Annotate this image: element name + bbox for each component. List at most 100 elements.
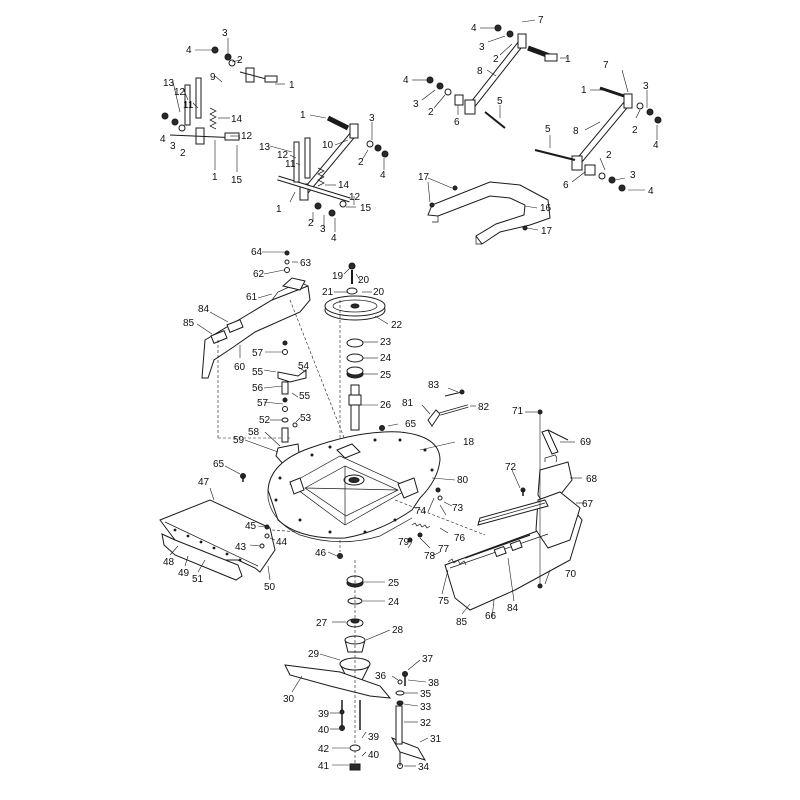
lift-arm-assembly-left-upper — [161, 38, 285, 172]
callout-20: 20 — [373, 287, 385, 298]
callout-3: 3 — [630, 170, 636, 181]
callout-66: 66 — [485, 611, 497, 622]
callout-1: 1 — [289, 80, 295, 91]
callout-3: 3 — [170, 141, 176, 152]
callout-4: 4 — [160, 134, 166, 145]
callout-55: 55 — [299, 391, 311, 402]
lift-arm-assembly-right-lower — [534, 69, 662, 192]
callout-18: 18 — [463, 437, 475, 448]
callout-8: 8 — [573, 126, 579, 137]
callout-54: 54 — [298, 361, 310, 372]
callout-23: 23 — [380, 337, 392, 348]
callout-85: 85 — [456, 617, 468, 628]
mower-deck-housing — [267, 431, 486, 543]
callout-7: 7 — [603, 60, 609, 71]
callout-64: 64 — [251, 247, 263, 258]
callout-1: 1 — [212, 172, 218, 183]
callout-3: 3 — [479, 42, 485, 53]
callout-11: 11 — [285, 159, 296, 170]
deflector-hardware — [390, 659, 429, 769]
callout-3: 3 — [222, 28, 228, 39]
callout-71: 71 — [512, 406, 524, 417]
callout-3: 3 — [369, 113, 375, 124]
callout-51: 51 — [192, 574, 204, 585]
callout-34: 34 — [418, 762, 430, 773]
callout-4: 4 — [380, 170, 386, 181]
callout-76: 76 — [454, 533, 466, 544]
callout-33: 33 — [420, 702, 432, 713]
callout-44: 44 — [276, 537, 288, 548]
callout-16: 16 — [540, 203, 552, 214]
callout-12: 12 — [277, 150, 289, 161]
callout-1: 1 — [565, 54, 571, 65]
callout-29: 29 — [308, 649, 320, 660]
callout-80: 80 — [457, 475, 469, 486]
callout-25: 25 — [388, 578, 400, 589]
pulley-spindle-stack — [324, 262, 389, 448]
callout-73: 73 — [452, 503, 464, 514]
callout-40: 40 — [318, 725, 330, 736]
callout-19: 19 — [332, 271, 344, 282]
callout-4: 4 — [648, 186, 654, 197]
callout-53: 53 — [300, 413, 312, 424]
callout-26: 26 — [380, 400, 392, 411]
callout-6: 6 — [563, 180, 569, 191]
left-side-skirt — [159, 487, 301, 581]
callout-4: 4 — [186, 45, 192, 56]
callout-4: 4 — [403, 75, 409, 86]
callout-59: 59 — [233, 435, 245, 446]
callout-69: 69 — [580, 437, 592, 448]
callout-83: 83 — [428, 380, 440, 391]
callout-9: 9 — [210, 72, 216, 83]
callout-82: 82 — [478, 402, 490, 413]
callout-4: 4 — [331, 233, 337, 244]
callout-2: 2 — [180, 148, 186, 159]
callout-43: 43 — [235, 542, 247, 553]
callout-85: 85 — [183, 318, 195, 329]
callout-4: 4 — [471, 23, 477, 34]
callout-2: 2 — [358, 157, 364, 168]
idler-arm-assembly — [244, 340, 307, 467]
callout-57: 57 — [252, 348, 264, 359]
callout-3: 3 — [320, 224, 326, 235]
callout-11: 11 — [183, 100, 194, 111]
callout-42: 42 — [318, 744, 330, 755]
callout-14: 14 — [338, 180, 350, 191]
callout-37: 37 — [422, 654, 434, 665]
blade-spindle-stack — [284, 560, 392, 770]
callout-38: 38 — [428, 678, 440, 689]
callout-17: 17 — [541, 226, 553, 237]
callout-81: 81 — [402, 398, 414, 409]
callout-41: 41 — [318, 761, 330, 772]
callout-84: 84 — [198, 304, 210, 315]
callout-65: 65 — [213, 459, 225, 470]
callout-45: 45 — [245, 521, 257, 532]
callout-75: 75 — [438, 596, 450, 607]
callout-65: 65 — [405, 419, 417, 430]
callout-2: 2 — [493, 54, 499, 65]
callout-20: 20 — [358, 275, 370, 286]
callout-78: 78 — [424, 551, 436, 562]
callout-74: 74 — [415, 506, 427, 517]
deck-fasteners — [224, 423, 399, 559]
callout-63: 63 — [300, 258, 312, 269]
callout-12: 12 — [349, 192, 361, 203]
callout-2: 2 — [606, 150, 612, 161]
callout-49: 49 — [178, 568, 190, 579]
callout-21: 21 — [322, 287, 334, 298]
callout-17: 17 — [418, 172, 430, 183]
blade-bolt-set — [330, 700, 367, 771]
callout-60: 60 — [234, 362, 246, 373]
lift-arm-assembly-left-lower — [269, 114, 389, 232]
callout-22: 22 — [391, 320, 403, 331]
callout-10: 10 — [322, 140, 334, 151]
callout-3: 3 — [643, 81, 649, 92]
callout-2: 2 — [632, 125, 638, 136]
callout-68: 68 — [586, 474, 598, 485]
callout-5: 5 — [545, 124, 551, 135]
callout-24: 24 — [380, 353, 392, 364]
callout-1: 1 — [581, 85, 587, 96]
callout-2: 2 — [308, 218, 314, 229]
callout-25: 25 — [380, 370, 392, 381]
